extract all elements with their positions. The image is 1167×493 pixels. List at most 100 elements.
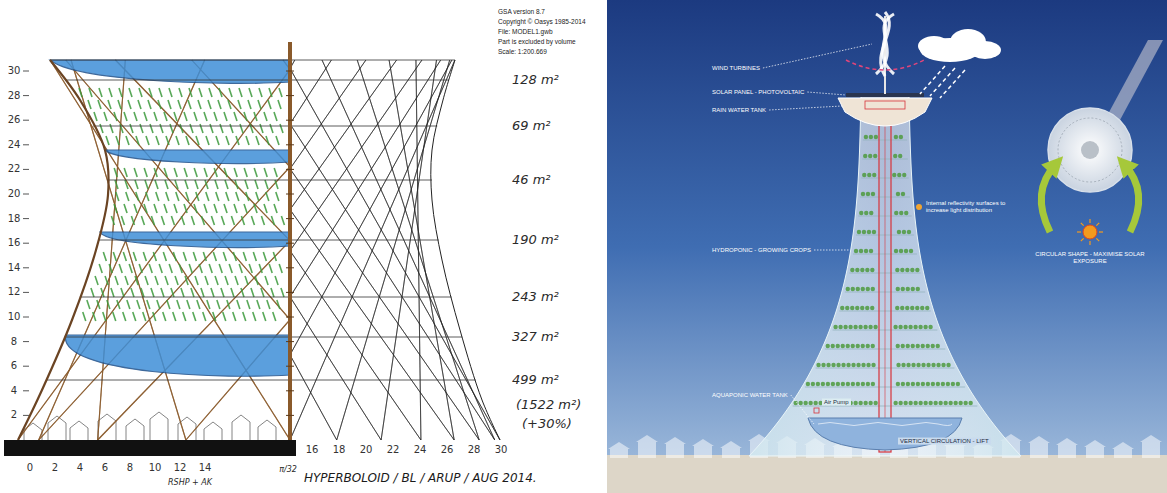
crop-plant xyxy=(855,268,859,272)
planting-hatch xyxy=(163,312,166,321)
planting-hatch xyxy=(237,300,240,309)
crop-plant xyxy=(968,401,972,405)
planting-hatch xyxy=(190,124,193,133)
plan-ring xyxy=(1058,118,1122,182)
crop-plant xyxy=(869,135,873,139)
crop-plant xyxy=(894,135,898,139)
lattice-member xyxy=(290,60,479,440)
planting-hatch xyxy=(113,312,116,321)
crop-plant xyxy=(850,306,854,310)
planting-hatch xyxy=(114,204,117,213)
crop-plant xyxy=(856,363,860,367)
planting-hatch xyxy=(137,300,140,309)
pole-tick xyxy=(286,194,294,195)
planting-hatch xyxy=(249,264,252,273)
crop-plant xyxy=(958,401,962,405)
axis-tick xyxy=(23,71,29,72)
component-label: WIND TURBINES xyxy=(712,65,760,72)
lattice-member xyxy=(290,60,381,440)
crop-plant xyxy=(898,154,902,158)
lattice-member xyxy=(290,60,422,440)
crop-plant xyxy=(846,287,850,291)
planting-hatch xyxy=(280,124,283,133)
crop-plant xyxy=(841,363,845,367)
crop-plant xyxy=(872,230,876,234)
planting-hatch xyxy=(275,180,278,189)
planting-hatch xyxy=(234,168,237,177)
crop-plant xyxy=(808,401,812,405)
planting-hatch xyxy=(220,124,223,133)
planting-hatch xyxy=(130,124,133,133)
crop-plant xyxy=(861,287,865,291)
planting-hatch xyxy=(251,216,254,225)
planting-hatch xyxy=(248,100,251,109)
crop-plant xyxy=(846,382,850,386)
sheet-number: π/32 xyxy=(279,465,297,474)
planting-hatch xyxy=(155,276,158,285)
crop-plant xyxy=(851,363,855,367)
crop-plant xyxy=(843,325,847,329)
planting-hatch xyxy=(244,112,247,121)
planting-hatch xyxy=(83,312,86,321)
software-stamp: Part is excluded by volume xyxy=(498,38,576,45)
crop-plant xyxy=(863,401,867,405)
planting-hatch xyxy=(184,168,187,177)
floor-area-label: 128 m² xyxy=(512,73,559,88)
crop-plant xyxy=(916,287,920,291)
crop-plant xyxy=(899,211,903,215)
planting-hatch xyxy=(211,288,214,297)
planting-hatch xyxy=(114,112,117,121)
planting-hatch xyxy=(94,112,97,121)
planting-hatch xyxy=(256,192,259,201)
planting-hatch xyxy=(224,112,227,121)
planting-hatch xyxy=(165,180,168,189)
crop-plant xyxy=(859,211,863,215)
crop-plant xyxy=(853,401,857,405)
planting-hatch xyxy=(88,100,91,109)
callout-note: Internal reflectivity surfaces to increa… xyxy=(926,200,1006,214)
lattice-member xyxy=(290,60,500,440)
floor-level-line xyxy=(50,60,455,61)
diagrid-member xyxy=(186,60,290,440)
crop-plant xyxy=(905,306,909,310)
house-silhouette xyxy=(1112,442,1134,458)
crop-plant xyxy=(868,325,872,329)
planting-hatch xyxy=(207,300,210,309)
planting-hatch xyxy=(234,204,237,213)
pole-tick xyxy=(286,95,294,96)
planting-hatch xyxy=(119,264,122,273)
floor-level-line xyxy=(107,180,432,181)
crop-plant xyxy=(866,287,870,291)
diagrid-member xyxy=(39,60,205,440)
planting-hatch xyxy=(145,276,148,285)
crop-plant xyxy=(803,401,807,405)
cloud xyxy=(969,41,1001,59)
crop-plant xyxy=(826,363,830,367)
planting-hatch xyxy=(270,124,273,133)
planting-hatch xyxy=(196,192,199,201)
planting-hatch xyxy=(215,276,218,285)
crop-plant xyxy=(911,344,915,348)
diagrid-member xyxy=(18,60,290,440)
axis-tick-number: 10 xyxy=(149,462,162,474)
crop-plant xyxy=(856,382,860,386)
crop-plant xyxy=(861,363,865,367)
axis-tick-number: 2 xyxy=(11,410,17,422)
planting-hatch xyxy=(203,312,206,321)
planting-hatch xyxy=(219,88,222,97)
axis-tick-number: 28 xyxy=(468,444,481,456)
crop-plant xyxy=(870,268,874,272)
diagrid-member xyxy=(66,60,290,440)
planting-hatch xyxy=(134,168,137,177)
crop-plant xyxy=(798,401,802,405)
diagrid-member xyxy=(66,60,290,440)
planting-hatch xyxy=(123,252,126,261)
crop-plant xyxy=(923,325,927,329)
planting-hatch xyxy=(231,216,234,225)
planting-hatch xyxy=(265,276,268,285)
planting-hatch xyxy=(171,288,174,297)
axis-tick-number: 24 xyxy=(414,444,427,456)
crop-plant xyxy=(856,287,860,291)
